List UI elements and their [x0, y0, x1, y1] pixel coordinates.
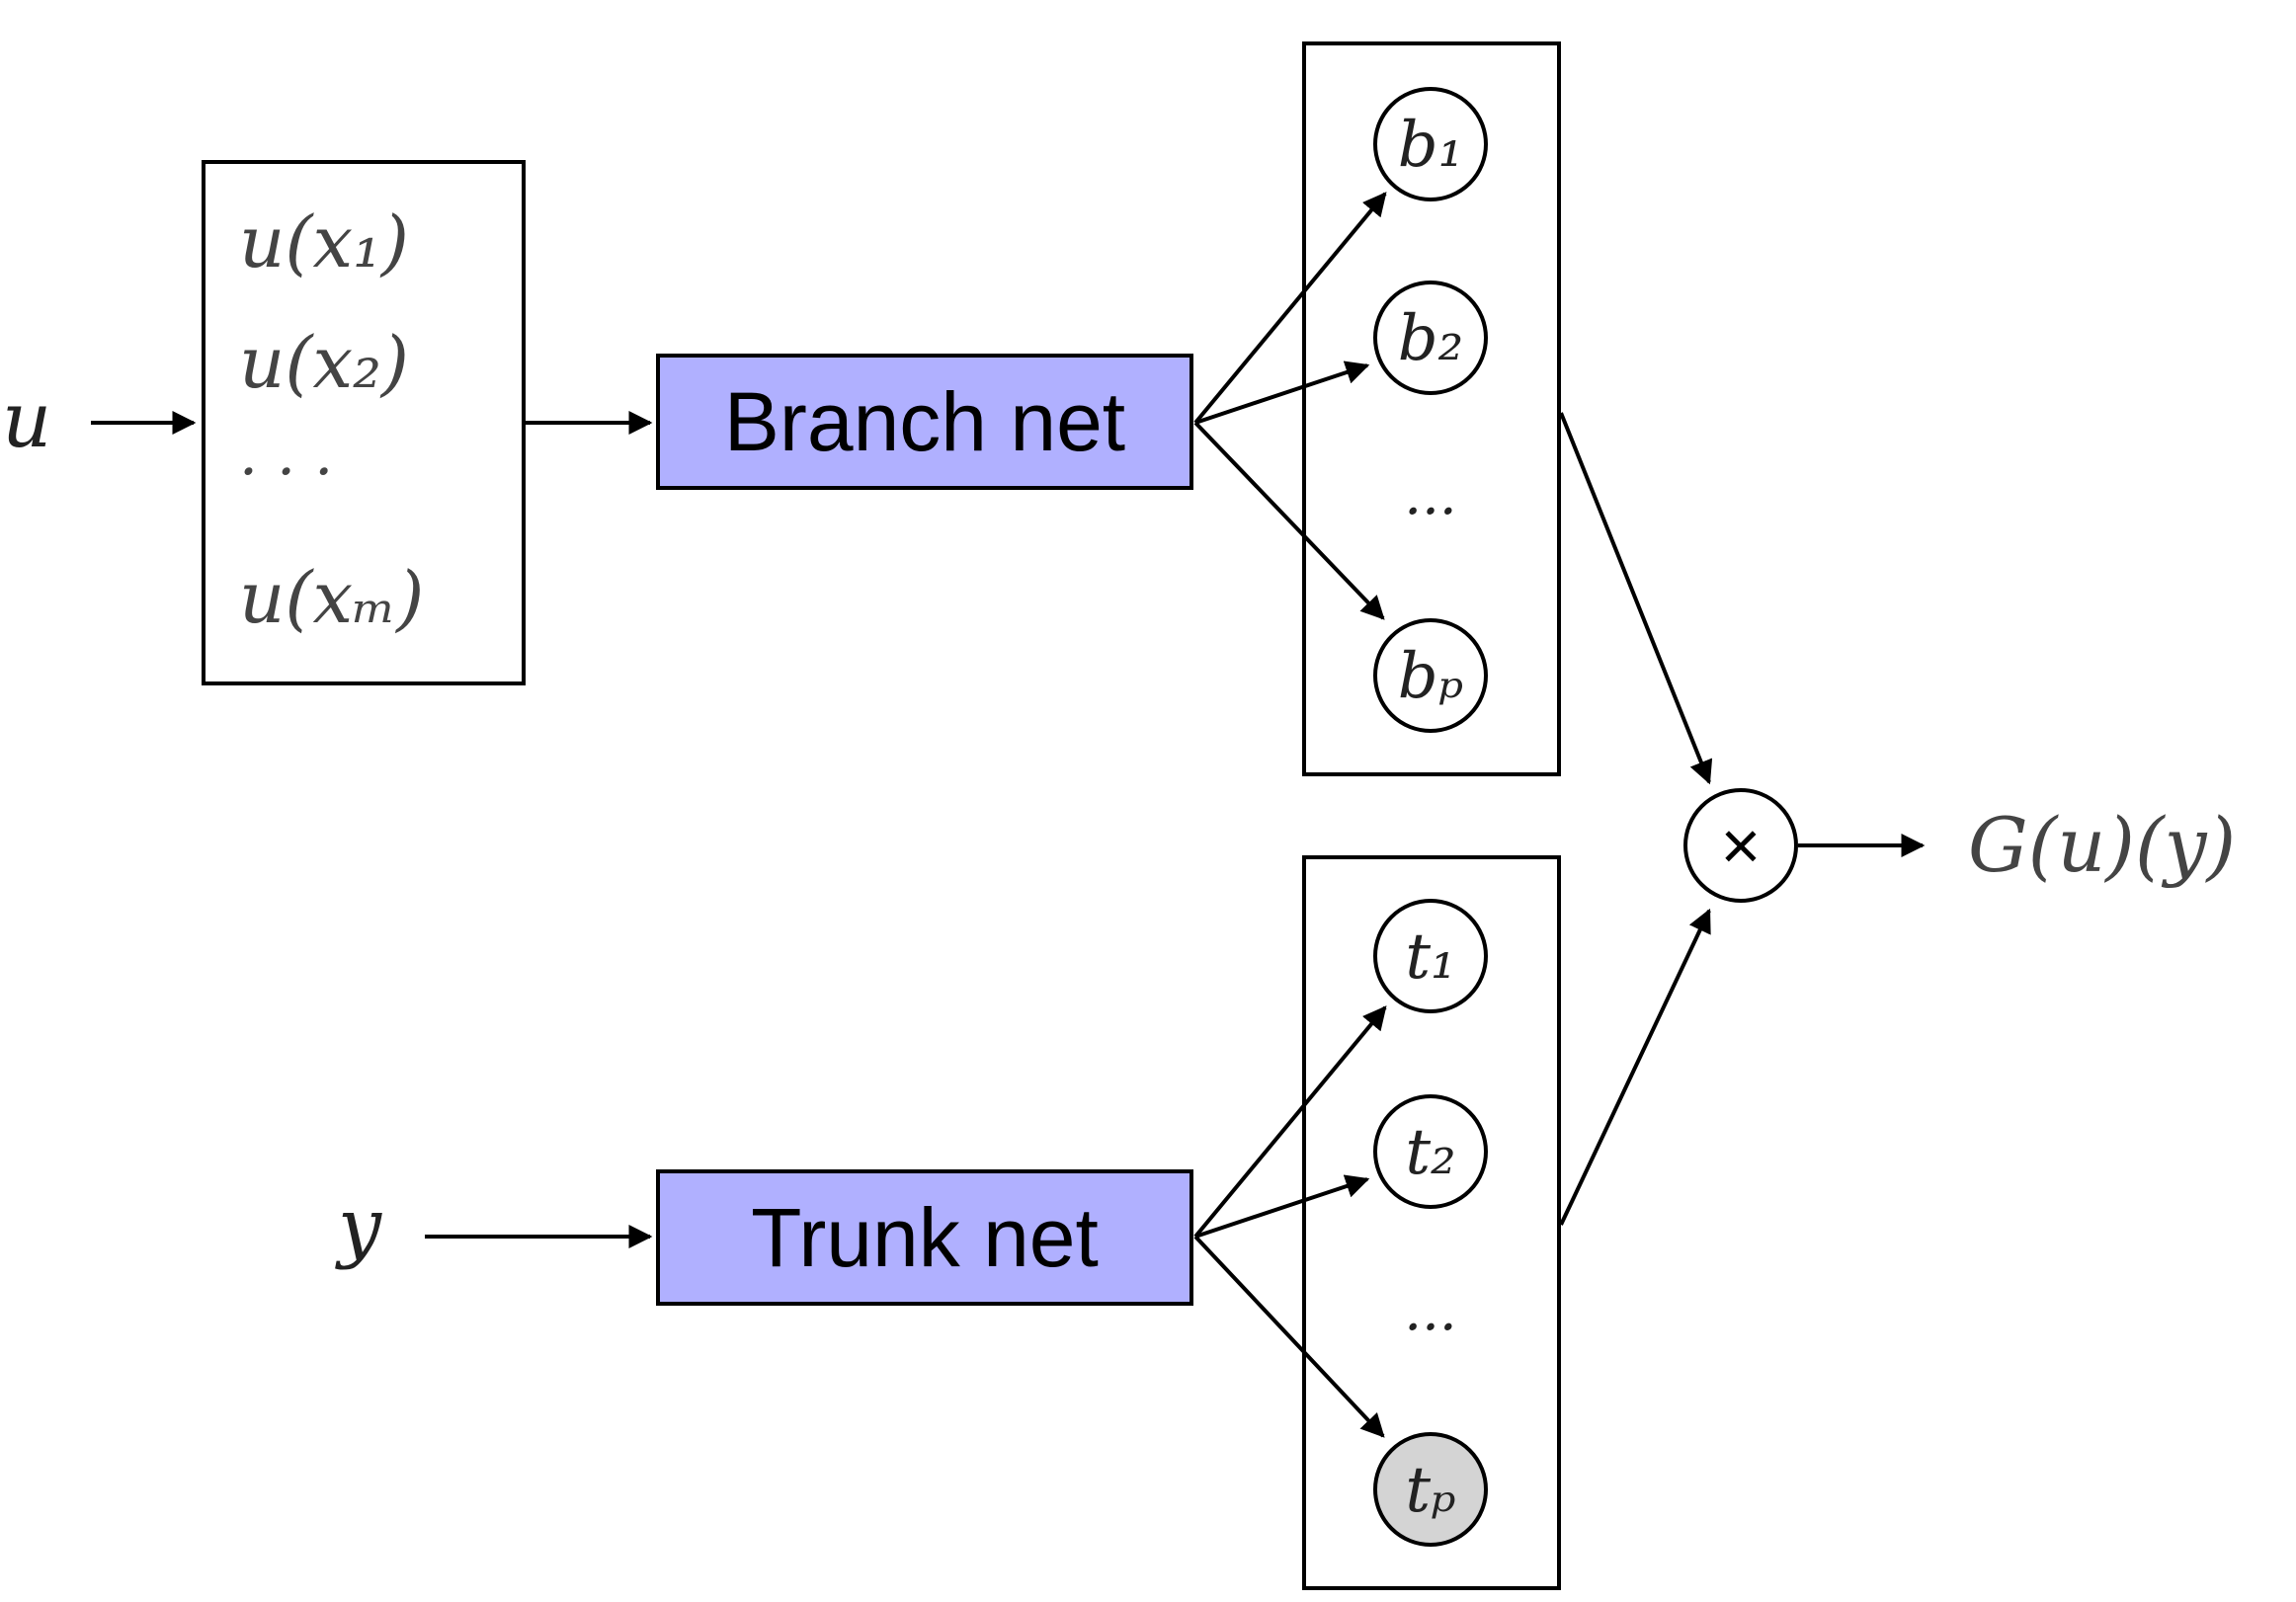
- branch-to-b2-arrow: [1194, 360, 1370, 425]
- node-tp: [1373, 1432, 1488, 1547]
- node-t1: [1373, 899, 1488, 1013]
- trunk-to-tp-arrow: [1193, 1235, 1385, 1438]
- sensor-value-m: u(xₘ): [239, 556, 424, 639]
- node-t1-label: t₁: [1405, 921, 1455, 994]
- node-t2-label: t₂: [1405, 1116, 1455, 1189]
- node-t2: [1373, 1094, 1488, 1209]
- trunk-net-label: Trunk net: [751, 1191, 1099, 1284]
- branch-net-label: Branch net: [724, 375, 1125, 468]
- input-u-label: u: [2, 376, 51, 465]
- sensor-ellipsis: · · ·: [239, 438, 333, 507]
- node-bp: [1373, 618, 1488, 733]
- branch-ellipsis: ...: [1404, 463, 1456, 527]
- node-b2-label: b₂: [1398, 302, 1464, 375]
- node-b2: [1373, 280, 1488, 395]
- branch-to-product-arrow: [1559, 412, 1713, 785]
- node-b1: [1373, 87, 1488, 201]
- trunk-to-t1-arrow: [1193, 1005, 1387, 1239]
- branch-to-bp-arrow: [1193, 421, 1385, 620]
- sensor-value-1: u(x₁): [239, 200, 409, 283]
- branch-to-b1-arrow: [1193, 192, 1387, 425]
- branch-net-box: [656, 354, 1193, 490]
- sensor-value-2: u(x₂): [239, 321, 409, 404]
- output-label: G(u)(y): [1968, 801, 2236, 889]
- trunk-to-t2-arrow: [1194, 1174, 1370, 1239]
- product-symbol: ×: [1721, 807, 1762, 884]
- trunk-net-box: [656, 1169, 1193, 1306]
- sensor-box: [202, 160, 526, 685]
- query-y-label: y: [335, 1182, 382, 1271]
- node-tp-label: tₚ: [1405, 1454, 1455, 1527]
- product-node: [1683, 788, 1798, 903]
- trunk-to-product-arrow: [1559, 908, 1711, 1226]
- trunk-ellipsis: ...: [1404, 1279, 1456, 1343]
- node-b1-label: b₁: [1398, 109, 1464, 182]
- node-bp-label: bₚ: [1398, 640, 1464, 713]
